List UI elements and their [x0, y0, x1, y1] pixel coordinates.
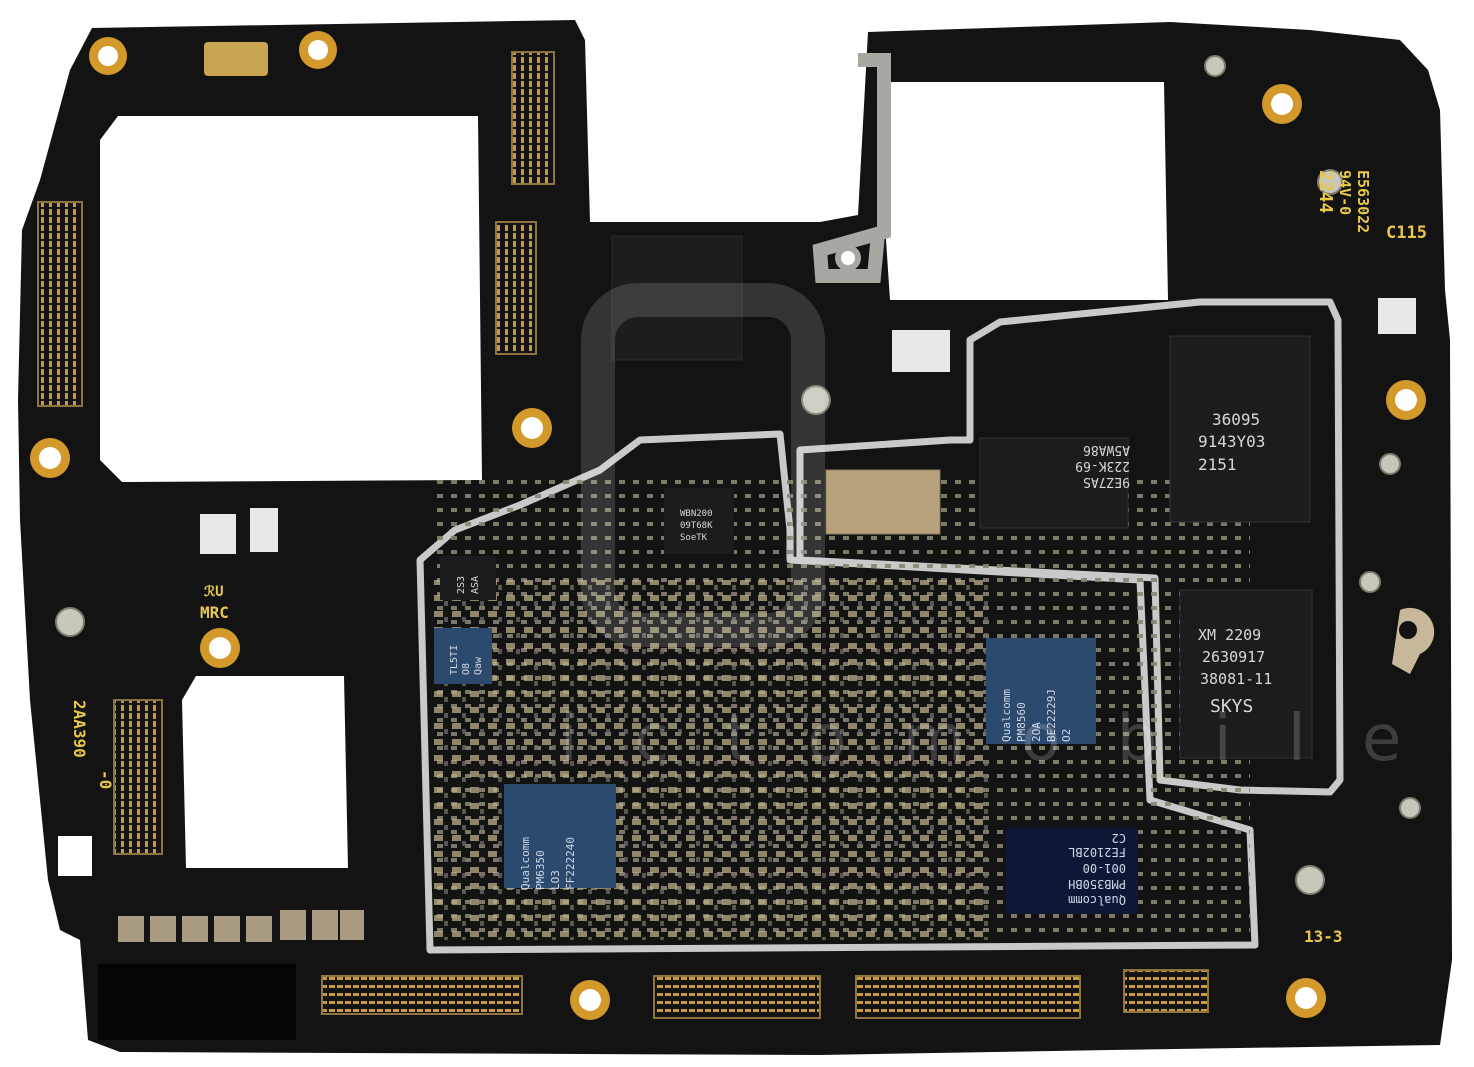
metal-bracket: [812, 53, 891, 283]
test-pad: [200, 514, 236, 554]
storage-chip-line1: XM 2209: [1198, 626, 1261, 644]
pmic-mid-line5: O2: [1060, 729, 1073, 742]
connector-left-lower: [113, 699, 163, 855]
silk-rating: 94V-0: [1336, 170, 1354, 215]
crystal: [204, 42, 268, 76]
pmic-mid-line1: Qualcomm: [1000, 689, 1013, 742]
rf-chip-line1: 9EZ7AS: [1083, 474, 1130, 489]
connectors: [37, 51, 1209, 1019]
silk-date: 2244: [1315, 170, 1336, 214]
flex-pad: [98, 964, 296, 1040]
antenna-port: [1317, 169, 1343, 195]
pmic-bottom-line4: FE2102BL: [1068, 845, 1126, 859]
storage-chip-line4: SKYS: [1210, 696, 1253, 717]
small-chip-a-line2: ASA: [470, 576, 481, 594]
pmic-left-line1: Qualcomm: [519, 837, 532, 890]
pmic-bottom: [1006, 828, 1138, 914]
memory-chip-line1: 36095: [1212, 410, 1260, 429]
connector-mid-upper: [495, 221, 537, 355]
storage-chip-line3: 38081-11: [1200, 670, 1272, 688]
small-chip-b: [434, 628, 492, 684]
small-chip-b-line1: TL5TI: [449, 645, 460, 675]
pmic-bottom-line2: PMB350BH: [1068, 877, 1126, 891]
inductor-row: [118, 910, 364, 942]
pmic-mid-line4: BE22229J: [1045, 689, 1058, 742]
antenna-port: [1204, 55, 1226, 77]
pmic-left-line3: LO3: [549, 870, 562, 890]
connector-top-left: [511, 51, 555, 185]
rf-chip-line3: A5WA86: [1083, 442, 1130, 457]
test-pad: [892, 330, 950, 372]
rf-chip-line2: 223K-69: [1075, 458, 1130, 473]
pmic-mid-line3: 2OA: [1030, 722, 1043, 742]
memory-chip-line2: 9143Y03: [1198, 432, 1265, 451]
wifi-chip-line2: 09T68K: [680, 521, 713, 531]
connector-bottom-1: [321, 975, 523, 1015]
test-pad: [1378, 298, 1416, 334]
silk-mrc: MRC: [200, 603, 229, 622]
storage-chip-line2: 2630917: [1202, 648, 1265, 666]
rf-chip: [979, 437, 1129, 529]
top-ic: [611, 235, 743, 361]
pmic-bottom-line5: C2: [1112, 831, 1126, 845]
silk-code: E563022: [1354, 170, 1372, 233]
watermark-logo: [581, 283, 825, 647]
memory-chip: [1169, 335, 1311, 523]
antenna-ports: [55, 55, 1421, 895]
small-chip-a-line1: 2S3: [456, 576, 467, 594]
small-chip-b-line2: O8: [461, 663, 472, 675]
pmic-left-line4: FF222240: [564, 837, 577, 890]
wifi-chip-line3: SoeTK: [680, 533, 708, 543]
antenna-port: [801, 385, 831, 415]
silk-board-id: 2AA390: [70, 700, 89, 758]
gold-module: [825, 469, 941, 535]
small-chip-a: [440, 556, 496, 600]
pmic-bottom-line1: Qualcomm: [1068, 893, 1126, 907]
connector-bottom-2: [653, 975, 821, 1019]
antenna-port: [55, 607, 85, 637]
antenna-port: [1295, 865, 1325, 895]
storage-chip: [1179, 589, 1313, 759]
antenna-port: [1359, 571, 1381, 593]
wifi-chip-line1: WBN200: [680, 509, 713, 519]
silk-corner-label: 13-3: [1304, 927, 1343, 946]
connector-bottom-4: [1123, 969, 1209, 1013]
pmic-bottom-line3: 001-00: [1083, 861, 1126, 875]
board-notch: [58, 836, 92, 876]
antenna-port: [1379, 453, 1401, 475]
silk-ur-mark: ℛU: [204, 584, 224, 600]
silk-board-rev: -0: [96, 770, 115, 789]
watermark: i c t o m o b i l e: [560, 702, 1419, 776]
wifi-chip: [664, 488, 734, 554]
antenna-port: [1399, 797, 1421, 819]
pmic-left-line2: PM6350: [534, 850, 547, 890]
small-chip-b-line3: Qaw: [473, 656, 484, 675]
silk-cap-label: C115: [1386, 223, 1427, 243]
memory-chip-line3: 2151: [1198, 455, 1237, 474]
connector-left-upper: [37, 201, 83, 407]
pmic-left: [504, 784, 616, 888]
test-pad: [250, 508, 278, 552]
pmic-mid-line2: PM8560: [1015, 702, 1028, 742]
connector-bottom-3: [855, 975, 1081, 1019]
pmic-mid: [986, 638, 1096, 744]
